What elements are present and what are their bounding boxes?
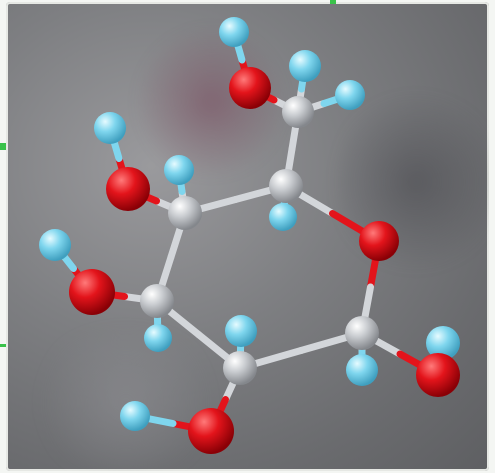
atom-c4 (168, 196, 202, 230)
atom-o-c6 (229, 67, 271, 109)
atom-h-c1 (346, 354, 378, 386)
atom-c1 (345, 316, 379, 350)
atom-o-ring (359, 221, 399, 261)
atom-o-c3 (69, 269, 115, 315)
atom-h-o-c3 (39, 229, 71, 261)
atom-c2 (223, 351, 257, 385)
background-blur-bottom (26, 332, 226, 471)
atom-h-o-c1 (426, 326, 460, 360)
atom-group (39, 17, 460, 454)
atom-h-c5 (269, 203, 297, 231)
atom-h-c6b (335, 80, 365, 110)
left-edge-mark-top (0, 143, 6, 150)
atom-h-o-c4 (94, 112, 126, 144)
atom-h-o-c6 (219, 17, 249, 47)
atom-o-c1 (416, 353, 460, 397)
atom-c3 (140, 284, 174, 318)
atom-h-o-c2 (120, 401, 150, 431)
atom-c6 (282, 96, 314, 128)
top-edge-mark (330, 0, 336, 4)
atom-o-c2 (188, 408, 234, 454)
atom-c5 (269, 169, 303, 203)
atom-h-c2 (225, 315, 257, 347)
atom-h-c4 (164, 155, 194, 185)
left-edge-mark-bottom (0, 344, 6, 347)
atom-h-c3 (144, 324, 172, 352)
atom-o-c4 (106, 167, 150, 211)
atom-h-c6a (289, 50, 321, 82)
